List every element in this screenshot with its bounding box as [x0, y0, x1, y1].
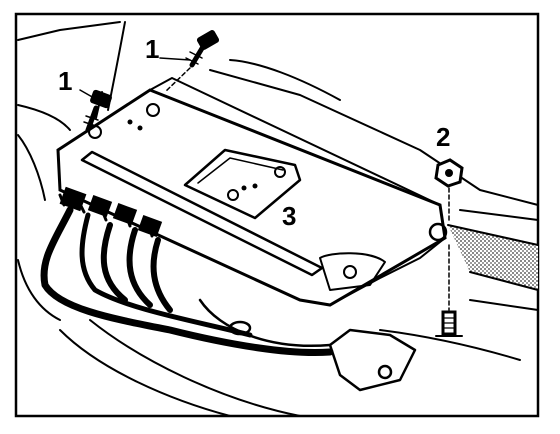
nut: [434, 158, 464, 223]
callout-nut: 2: [436, 122, 450, 152]
connector-blocks: [59, 186, 163, 237]
callout-bolt-left: 1: [58, 66, 72, 96]
vehicle-body-outline: [17, 21, 539, 417]
bolt-left: [83, 89, 112, 133]
bolt-right: [164, 30, 220, 93]
stud: [435, 244, 463, 337]
callout-bolt-right: 1: [145, 34, 159, 64]
shaded-body-strip: [448, 225, 538, 290]
callout-bracket: 3: [282, 201, 296, 231]
lower-mount: [198, 298, 417, 392]
figure-frame: [14, 12, 540, 418]
leader-lines: [79, 57, 191, 99]
mounting-bracket: [56, 77, 448, 307]
